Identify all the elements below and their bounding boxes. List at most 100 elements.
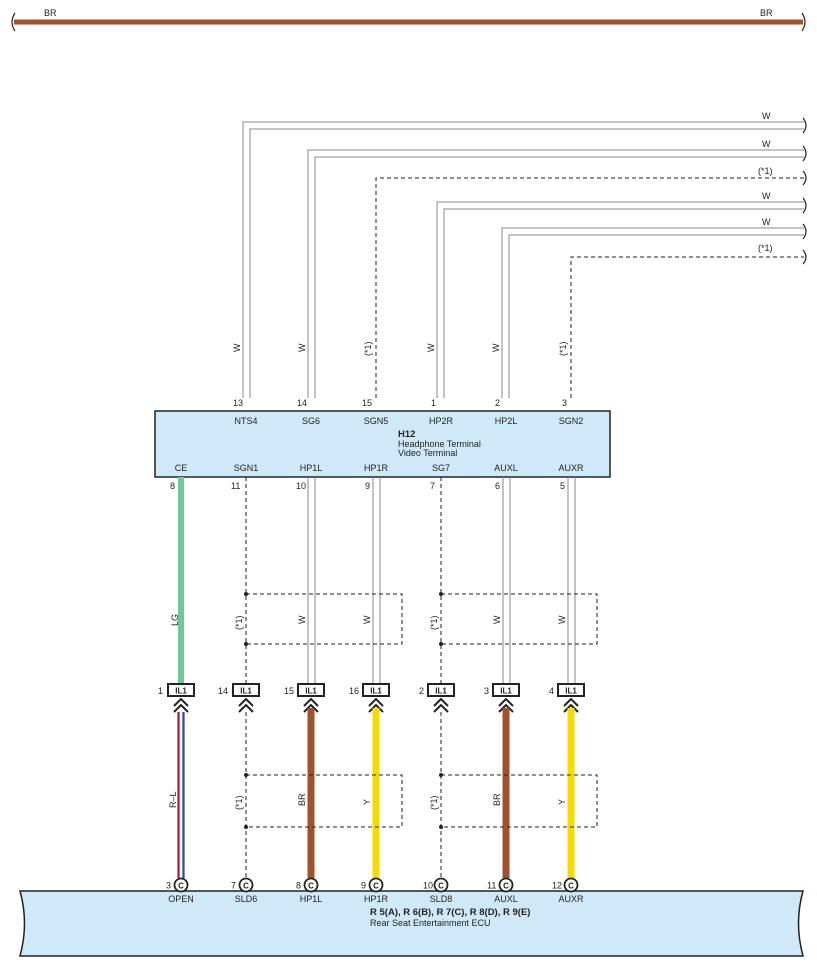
- connector-pin: 1: [158, 686, 163, 696]
- ecu-pin: C 10 SLD8: [423, 877, 453, 904]
- h12-terminal: SGN2: [559, 416, 584, 426]
- vertical-wire-label: W: [232, 343, 242, 352]
- ecu-component: [19, 890, 804, 957]
- shield-sgn2: [570, 256, 804, 398]
- h12-terminal: AUXR: [558, 463, 584, 473]
- ecu-pin-number: 10: [423, 881, 433, 891]
- h12-terminal: SGN5: [364, 416, 389, 426]
- h12-terminal: SG7: [432, 463, 450, 473]
- ecu-terminal: SLD6: [235, 894, 258, 904]
- wire-hp2r-a: [436, 201, 804, 398]
- connector-chevrons: [173, 697, 579, 713]
- top-wire-right-label: BR: [760, 8, 773, 18]
- ecu-code: R 5(A), R 6(B), R 7(C), R 8(D), R 9(E): [370, 907, 530, 918]
- pin-number: 10: [296, 481, 306, 491]
- segment-label: BR: [492, 793, 502, 806]
- vertical-wire-label: W: [297, 343, 307, 352]
- segment-label: (*1): [429, 615, 439, 630]
- upper-wire-break-marks: [802, 117, 807, 265]
- ecu-pin-number: 3: [166, 881, 171, 891]
- connector-name: IL1: [500, 687, 512, 696]
- h12-name-line1: Headphone Terminal: [398, 439, 481, 449]
- ecu-name: Rear Seat Entertainment ECU: [370, 918, 491, 928]
- h12-terminal: SG6: [302, 416, 320, 426]
- ecu-pin-letter: C: [373, 882, 379, 891]
- connector-name: IL1: [565, 687, 577, 696]
- shield-box-left-upper: [246, 593, 403, 645]
- wire-hp2l-b: [508, 234, 804, 398]
- il1-connector: IL1 1: [158, 683, 195, 697]
- right-wire-label: W: [762, 191, 771, 201]
- top-wire-left-label: BR: [44, 8, 57, 18]
- vertical-wire-label: W: [426, 343, 436, 352]
- shield-box-right-upper: [441, 593, 598, 645]
- ecu-pin-number: 11: [487, 881, 496, 891]
- chevron-up-icon: [238, 697, 254, 713]
- lower-wires: [177, 708, 575, 878]
- vertical-wire-label: W: [491, 343, 501, 352]
- segment-label: (*1): [429, 795, 439, 810]
- h12-terminal: NTS4: [234, 416, 257, 426]
- ecu-pin: C 3 OPEN: [166, 877, 194, 904]
- wire-sg6-a: [307, 149, 804, 398]
- connector-pin: 4: [549, 686, 554, 696]
- segment-label: W: [297, 615, 307, 624]
- ecu-box: [19, 890, 804, 957]
- connector-name: IL1: [175, 687, 187, 696]
- ecu-pin-number: 8: [296, 881, 301, 891]
- pin-number: 13: [233, 398, 243, 408]
- wire-sg6-b: [314, 156, 804, 398]
- h12-name-line2: Video Terminal: [398, 448, 457, 458]
- segment-label: Y: [557, 799, 567, 805]
- pin-number: 14: [297, 398, 307, 408]
- upper-wires: [242, 121, 804, 398]
- wire-nts4-b: [249, 128, 804, 398]
- pin-number: 6: [495, 481, 500, 491]
- il1-connector: IL1 2: [419, 683, 455, 697]
- top-br-wire: BR BR: [11, 8, 806, 32]
- h12-terminal: HP2L: [495, 416, 518, 426]
- pin-number: 11: [231, 481, 240, 491]
- connector-pin: 15: [284, 686, 294, 696]
- ecu-pin-letter: C: [308, 882, 314, 891]
- ecu-terminal: OPEN: [168, 894, 194, 904]
- connector-name: IL1: [240, 687, 252, 696]
- ecu-pin-letter: C: [438, 882, 444, 891]
- ecu-pins: C 3 OPEN C 7 SLD6 C 8 HP1L C 9 HP1R C 10…: [166, 877, 584, 904]
- ecu-pin-letter: C: [243, 882, 249, 891]
- ecu-terminal: SLD8: [430, 894, 453, 904]
- ecu-terminal: AUXL: [494, 894, 518, 904]
- pin-number: 8: [170, 481, 175, 491]
- h12-terminal: CE: [175, 463, 188, 473]
- right-break-mark: [801, 12, 806, 32]
- chevron-up-icon: [433, 697, 449, 713]
- ecu-pin: C 11 AUXL: [487, 877, 518, 904]
- lower-shield-dots: [244, 773, 443, 829]
- h12-terminal: HP1L: [300, 463, 323, 473]
- ecu-pin-number: 9: [361, 881, 366, 891]
- upper-vertical-labels: W W (*1) W W (*1): [232, 341, 568, 356]
- middle-wires: [178, 477, 576, 684]
- left-break-mark: [11, 12, 16, 32]
- upper-shield-dots: [244, 592, 443, 646]
- ecu-pin-letter: C: [503, 882, 509, 891]
- upper-shield-boxes: [246, 593, 598, 645]
- ecu-terminal: HP1L: [300, 894, 323, 904]
- ecu-pin: C 7 SLD6: [231, 877, 258, 904]
- h12-top-pin-numbers: 13 14 15 1 2 3: [233, 398, 567, 408]
- shield-box-left-lower: [246, 774, 403, 828]
- upper-wire-right-labels: W W (*1) W W (*1): [758, 111, 773, 253]
- segment-label: BR: [297, 793, 307, 806]
- shield-box-right-lower: [441, 774, 598, 828]
- il1-connector: IL1 14: [218, 683, 260, 697]
- shield-sgn5: [375, 177, 804, 398]
- h12-terminal: AUXL: [494, 463, 518, 473]
- pin-number: 3: [562, 398, 567, 408]
- lower-segment-labels: R–L (*1) BR Y (*1) BR Y: [168, 791, 567, 810]
- segment-label: LG: [170, 614, 180, 626]
- h12-terminal: HP1R: [364, 463, 389, 473]
- right-wire-label: (*1): [758, 166, 773, 176]
- h12-terminal: HP2R: [429, 416, 454, 426]
- wire-hp2r-b: [443, 208, 804, 398]
